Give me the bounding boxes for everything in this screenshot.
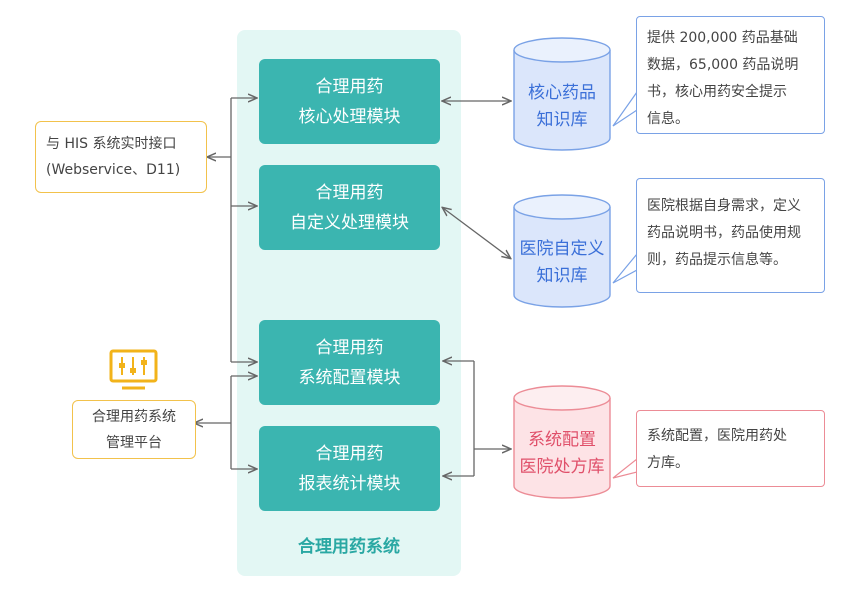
module-line1: 合理用药 — [315, 76, 384, 97]
his-interface-box: 与 HIS 系统实时接口 (Webservice、D11) — [35, 121, 207, 193]
core-db-label: 核心药品 知识库 — [514, 80, 610, 134]
management-platform-box: 合理用药系统 管理平台 — [72, 400, 196, 459]
config-db-line1: 系统配置 — [528, 430, 596, 450]
core-db-cylinder — [513, 37, 611, 151]
module-line1: 合理用药 — [315, 182, 384, 203]
callout-line: 系统配置，医院用药处 — [647, 428, 787, 444]
custom-db-callout: 医院根据自身需求，定义 药品说明书，药品使用规 则，药品提示信息等。 — [636, 178, 825, 293]
custom-db-cylinder — [513, 194, 611, 308]
config-db-callout: 系统配置，医院用药处 方库。 — [636, 410, 825, 487]
callout-line: 医院根据自身需求，定义 — [647, 198, 801, 214]
management-line2: 管理平台 — [106, 434, 162, 451]
module-line2: 核心处理模块 — [298, 106, 401, 127]
callout-line: 书，核心用药安全提示 — [647, 84, 787, 100]
custom-db-label: 医院自定义 知识库 — [508, 236, 616, 290]
custom-db-line2: 知识库 — [536, 266, 588, 286]
config-db-label: 系统配置 医院处方库 — [510, 427, 614, 481]
module-line1: 合理用药 — [315, 443, 384, 464]
report-statistics-module: 合理用药 报表统计模块 — [259, 426, 440, 511]
module-line1: 合理用药 — [315, 337, 384, 358]
callout-line: 提供 200,000 药品基础 — [647, 30, 798, 46]
callout-line: 则，药品提示信息等。 — [647, 252, 787, 268]
config-callout-pointer — [612, 458, 638, 479]
system-config-module: 合理用药 系统配置模块 — [259, 320, 440, 405]
management-line1: 合理用药系统 — [92, 408, 176, 425]
custom-db-arrow — [443, 208, 510, 258]
core-db-callout: 提供 200,000 药品基础 数据，65,000 药品说明 书，核心用药安全提… — [636, 16, 825, 134]
module-line2: 系统配置模块 — [298, 367, 401, 388]
core-db-line2: 知识库 — [536, 110, 588, 130]
callout-line: 数据，65,000 药品说明 — [647, 57, 799, 73]
callout-line: 方库。 — [647, 455, 689, 471]
config-db-connector — [444, 361, 510, 476]
core-callout-pointer — [612, 91, 638, 127]
system-title: 合理用药系统 — [298, 537, 400, 557]
his-line1: 与 HIS 系统实时接口 — [46, 136, 177, 152]
custom-db-line1: 医院自定义 — [519, 239, 605, 259]
config-db-line2: 医院处方库 — [519, 457, 605, 477]
custom-processing-module: 合理用药 自定义处理模块 — [259, 165, 440, 250]
callout-line: 信息。 — [647, 111, 689, 127]
control-panel-icon — [109, 349, 158, 390]
callout-line: 药品说明书，药品使用规 — [647, 225, 801, 241]
core-db-line1: 核心药品 — [528, 83, 596, 103]
custom-callout-pointer — [612, 253, 638, 284]
config-db-cylinder — [513, 385, 611, 499]
core-processing-module: 合理用药 核心处理模块 — [259, 59, 440, 144]
module-line2: 报表统计模块 — [298, 473, 401, 494]
module-line2: 自定义处理模块 — [290, 212, 409, 233]
management-connector — [195, 376, 256, 469]
his-connector — [208, 98, 256, 362]
his-line2: (Webservice、D11) — [46, 162, 181, 178]
